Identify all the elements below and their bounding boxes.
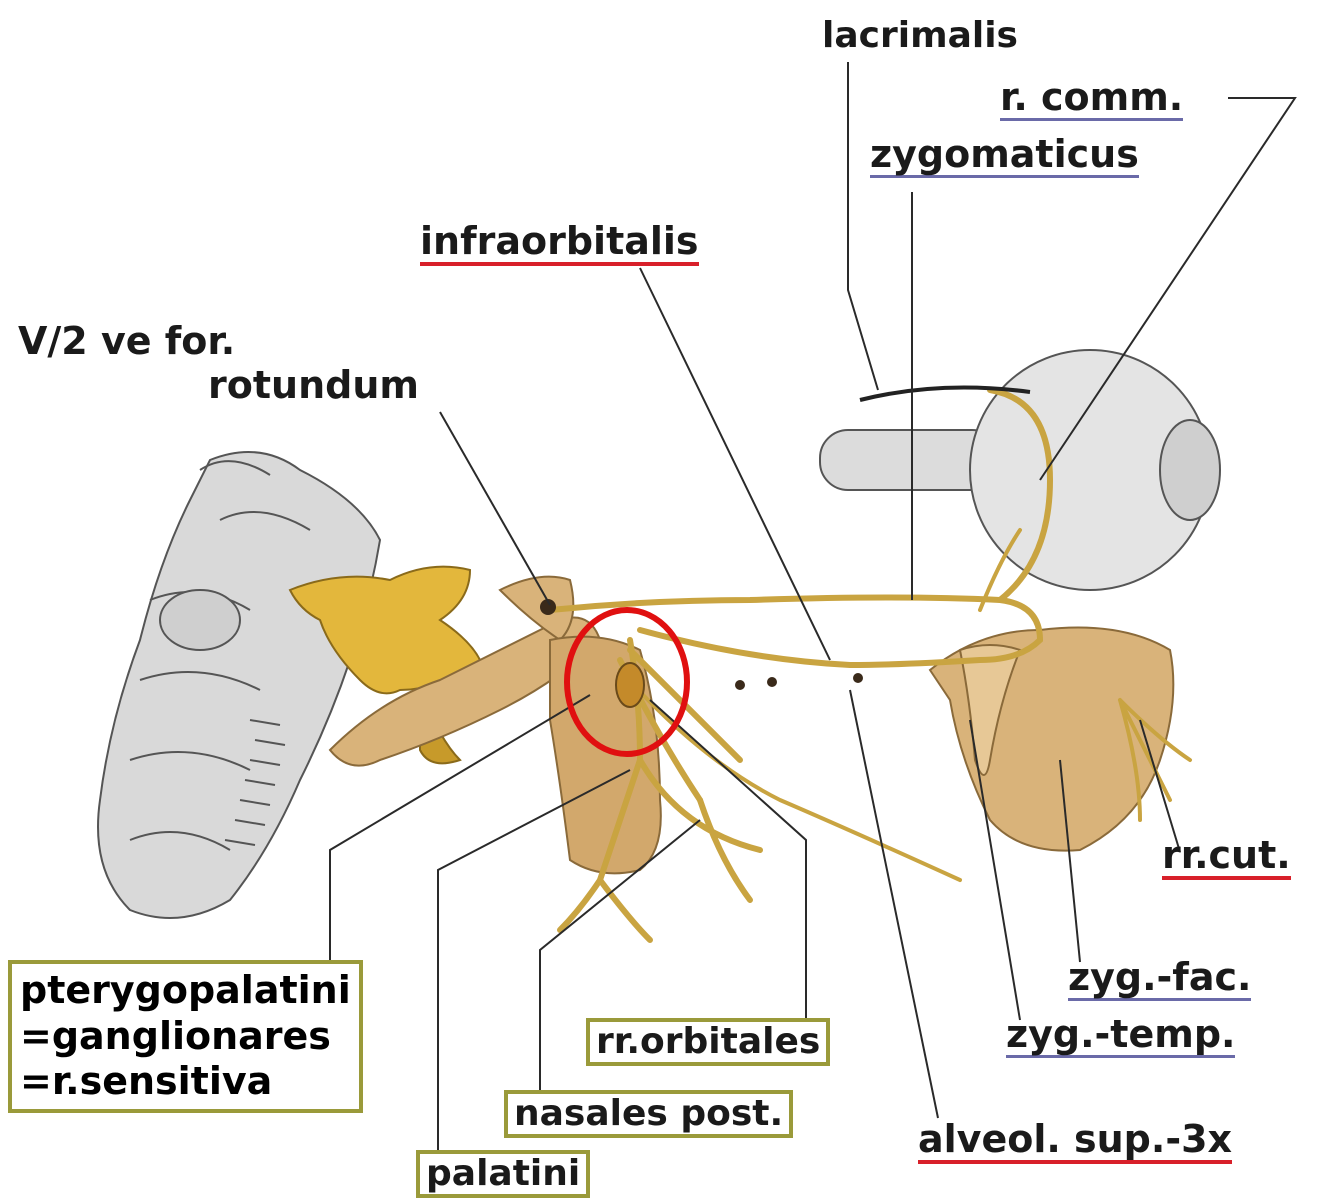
label-r-sensitiva: =r.sensitiva	[20, 1059, 351, 1105]
eyeball	[820, 350, 1220, 590]
label-alveol-sup: alveol. sup.-3x	[918, 1120, 1232, 1164]
label-zyg-temp: zyg.-temp.	[1006, 1015, 1235, 1058]
label-lacrimalis: lacrimalis	[822, 18, 1018, 54]
label-palatini: palatini	[416, 1150, 590, 1198]
label-nasales-post: nasales post.	[504, 1090, 793, 1138]
label-v2-line1: V/2 ve for.	[18, 322, 235, 360]
label-pterygopalatini: pterygopalatini	[20, 968, 351, 1014]
label-rr-orbitales: rr.orbitales	[586, 1018, 830, 1066]
label-box-pterygopalatini: pterygopalatini =ganglionares =r.sensiti…	[8, 960, 363, 1113]
label-ganglionares: =ganglionares	[20, 1014, 351, 1060]
pterygopalatine-ganglion	[616, 663, 644, 707]
label-r-comm: r. comm.	[1000, 78, 1183, 121]
label-infraorbitalis: infraorbitalis	[420, 222, 699, 266]
brainstem	[98, 452, 380, 918]
label-v2-line2: rotundum	[208, 366, 419, 404]
label-rr-cut: rr.cut.	[1162, 836, 1291, 880]
label-zyg-fac: zyg.-fac.	[1068, 958, 1251, 1001]
label-zygomaticus: zygomaticus	[870, 135, 1139, 178]
